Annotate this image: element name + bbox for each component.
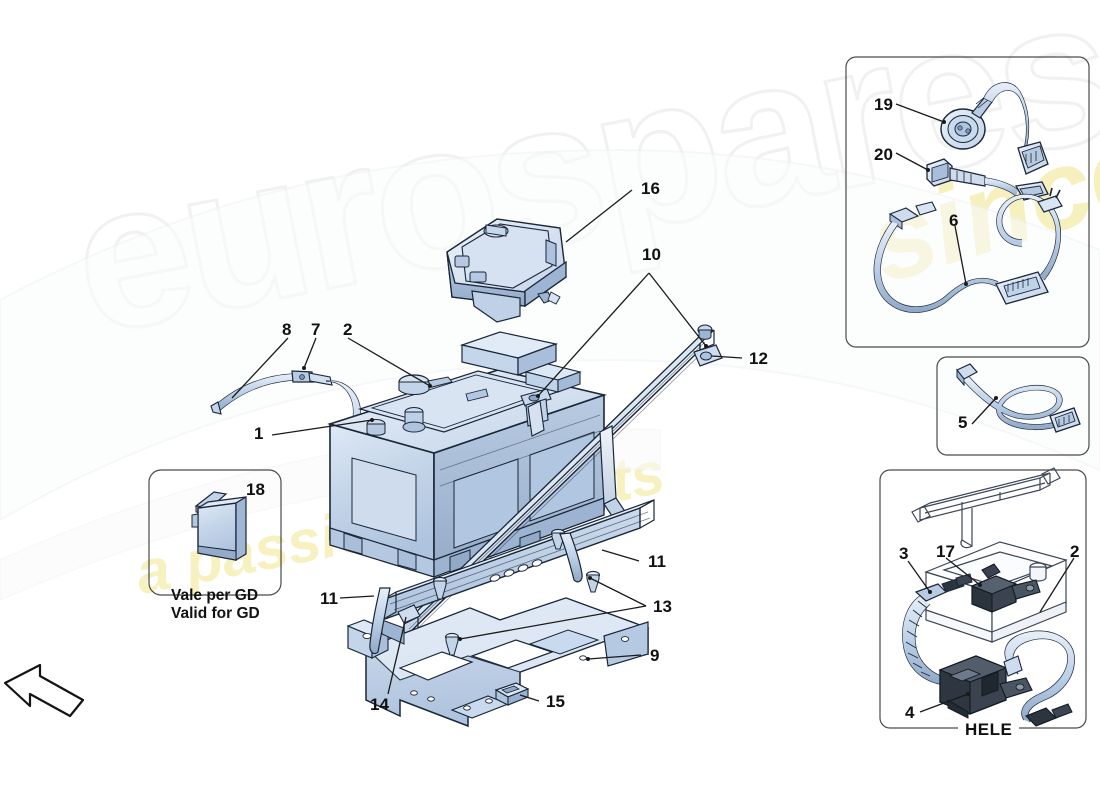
leader-lines-hele [907, 557, 1075, 713]
part-14-mounting-bracket [397, 604, 421, 624]
callout-3: 3 [899, 544, 909, 563]
part-5-mains-cable [956, 363, 1081, 433]
callout-9: 9 [650, 646, 660, 665]
part-4-fuse-block [938, 655, 1033, 719]
part-20-inline-connector [926, 158, 1049, 201]
callout-18: 18 [246, 480, 265, 499]
part-11-tie-rods [369, 532, 583, 655]
callout-14: 14 [370, 695, 389, 714]
inset-box-gd [148, 469, 282, 596]
inset-box-cable [936, 356, 1090, 456]
leader-line-endpoints [302, 344, 708, 661]
callout-16: 16 [641, 179, 660, 198]
callout-7: 7 [311, 320, 321, 339]
callout-12: 12 [749, 349, 768, 368]
callout-1: 1 [254, 424, 264, 443]
callout-11-upper: 11 [648, 552, 666, 571]
part-6-battery-charger [873, 187, 1063, 313]
part-17-battery-sensor [970, 563, 1041, 613]
callout-20: 20 [874, 145, 893, 164]
part-10-battery-clamp-bar [387, 324, 723, 659]
callout-4: 4 [905, 703, 915, 722]
gd-caption-en: Valid for GD [171, 605, 260, 622]
callout-5: 5 [958, 413, 968, 432]
callout-10: 10 [642, 245, 661, 264]
hele-clamp-frame [911, 467, 1061, 549]
callout-17: 17 [936, 542, 955, 561]
callout-13: 13 [653, 597, 672, 616]
callout-2-hele: 2 [1070, 542, 1080, 561]
callout-15: 15 [546, 692, 565, 711]
orientation-arrow-icon [3, 663, 85, 718]
part-2-hele-positive-cable [1003, 630, 1075, 727]
part-18-fuse-box [191, 491, 247, 562]
inset-box-hele [879, 467, 1087, 729]
gd-caption-it: Vale per GD [171, 587, 259, 604]
part-15-rubber-pad [494, 682, 530, 706]
callout-8: 8 [282, 320, 292, 339]
callout-11-lower: 11 [320, 589, 338, 608]
part-16-control-module [446, 218, 567, 323]
part-7-cable-terminal [291, 370, 333, 386]
part-19-ring-connector [940, 82, 1049, 175]
hele-caption: HELE [958, 719, 1020, 741]
leader-lines-main [231, 189, 743, 702]
callout-19: 19 [874, 95, 893, 114]
part-1-battery [327, 331, 607, 578]
callout-2: 2 [343, 320, 353, 339]
part-8-battery-cable [210, 373, 297, 415]
inset-box-charger [845, 56, 1090, 348]
callout-6: 6 [949, 211, 959, 230]
